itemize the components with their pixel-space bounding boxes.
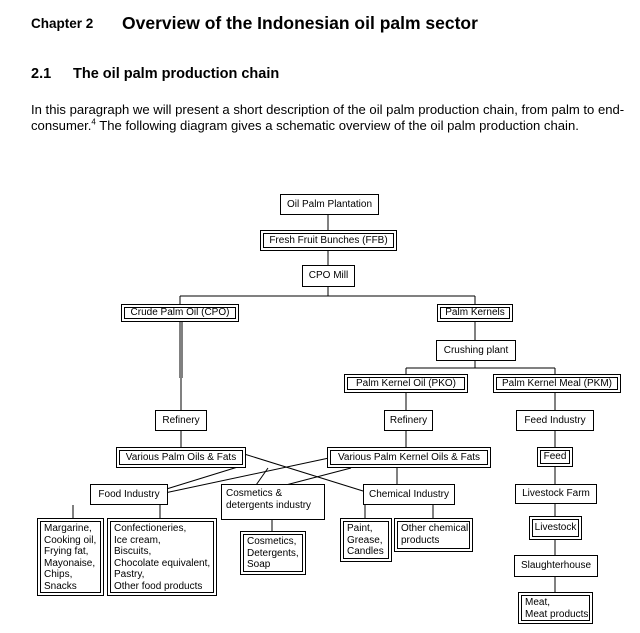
- node-palm-kernel-oil: Palm Kernel Oil (PKO): [344, 374, 468, 393]
- node-livestock-farm: Livestock Farm: [515, 484, 597, 504]
- node-food-industry: Food Industry: [90, 484, 168, 505]
- node-palm-kernels: Palm Kernels: [437, 304, 513, 322]
- node-meat-products: Meat, Meat products: [518, 592, 593, 624]
- node-crushing-plant: Crushing plant: [436, 340, 516, 361]
- node-crude-palm-oil: Crude Palm Oil (CPO): [121, 304, 239, 322]
- node-food-products-a: Margarine, Cooking oil, Frying fat, Mayo…: [37, 518, 104, 596]
- node-cpo-mill: CPO Mill: [302, 265, 355, 287]
- intro-text-before: In this paragraph we will present a shor…: [31, 102, 625, 133]
- connector: [159, 457, 330, 495]
- node-cosmetic-products: Cosmetics, Detergents, Soap: [240, 531, 306, 575]
- connector: [159, 465, 242, 492]
- node-cosmetics-industry: Cosmetics & detergents industry: [221, 484, 325, 520]
- node-palm-kernel-meal: Palm Kernel Meal (PKM): [493, 374, 621, 393]
- node-various-palm-oils: Various Palm Oils & Fats: [116, 447, 246, 468]
- section-number: 2.1: [31, 66, 52, 82]
- connector: [240, 452, 364, 492]
- node-chemical-industry: Chemical Industry: [363, 484, 455, 505]
- node-food-products-b: Confectioneries, Ice cream, Biscuits, Ch…: [107, 518, 217, 596]
- node-feed: Feed: [537, 447, 573, 467]
- node-fresh-fruit-bunches: Fresh Fruit Bunches (FFB): [260, 230, 397, 251]
- connector: [281, 467, 352, 487]
- node-feed-industry: Feed Industry: [516, 410, 594, 431]
- chapter-title: Overview of the Indonesian oil palm sect…: [122, 13, 478, 33]
- node-livestock: Livestock: [529, 516, 582, 540]
- node-refinery-left: Refinery: [155, 410, 207, 431]
- chapter-number: Chapter 2: [31, 16, 94, 31]
- node-various-palm-kernel-oils: Various Palm Kernel Oils & Fats: [327, 447, 491, 468]
- section-title: The oil palm production chain: [73, 66, 280, 82]
- intro-text-after: The following diagram gives a schematic …: [95, 118, 579, 133]
- node-chemical-products-a: Paint, Grease, Candles: [340, 518, 392, 562]
- node-chemical-products-b: Other chemical products: [394, 518, 473, 552]
- node-refinery-right: Refinery: [384, 410, 433, 431]
- intro-paragraph: In this paragraph we will present a shor…: [31, 102, 631, 134]
- footnote-marker: 4: [91, 117, 96, 127]
- node-slaughterhouse: Slaughterhouse: [514, 555, 598, 577]
- node-oil-palm-plantation: Oil Palm Plantation: [280, 194, 379, 215]
